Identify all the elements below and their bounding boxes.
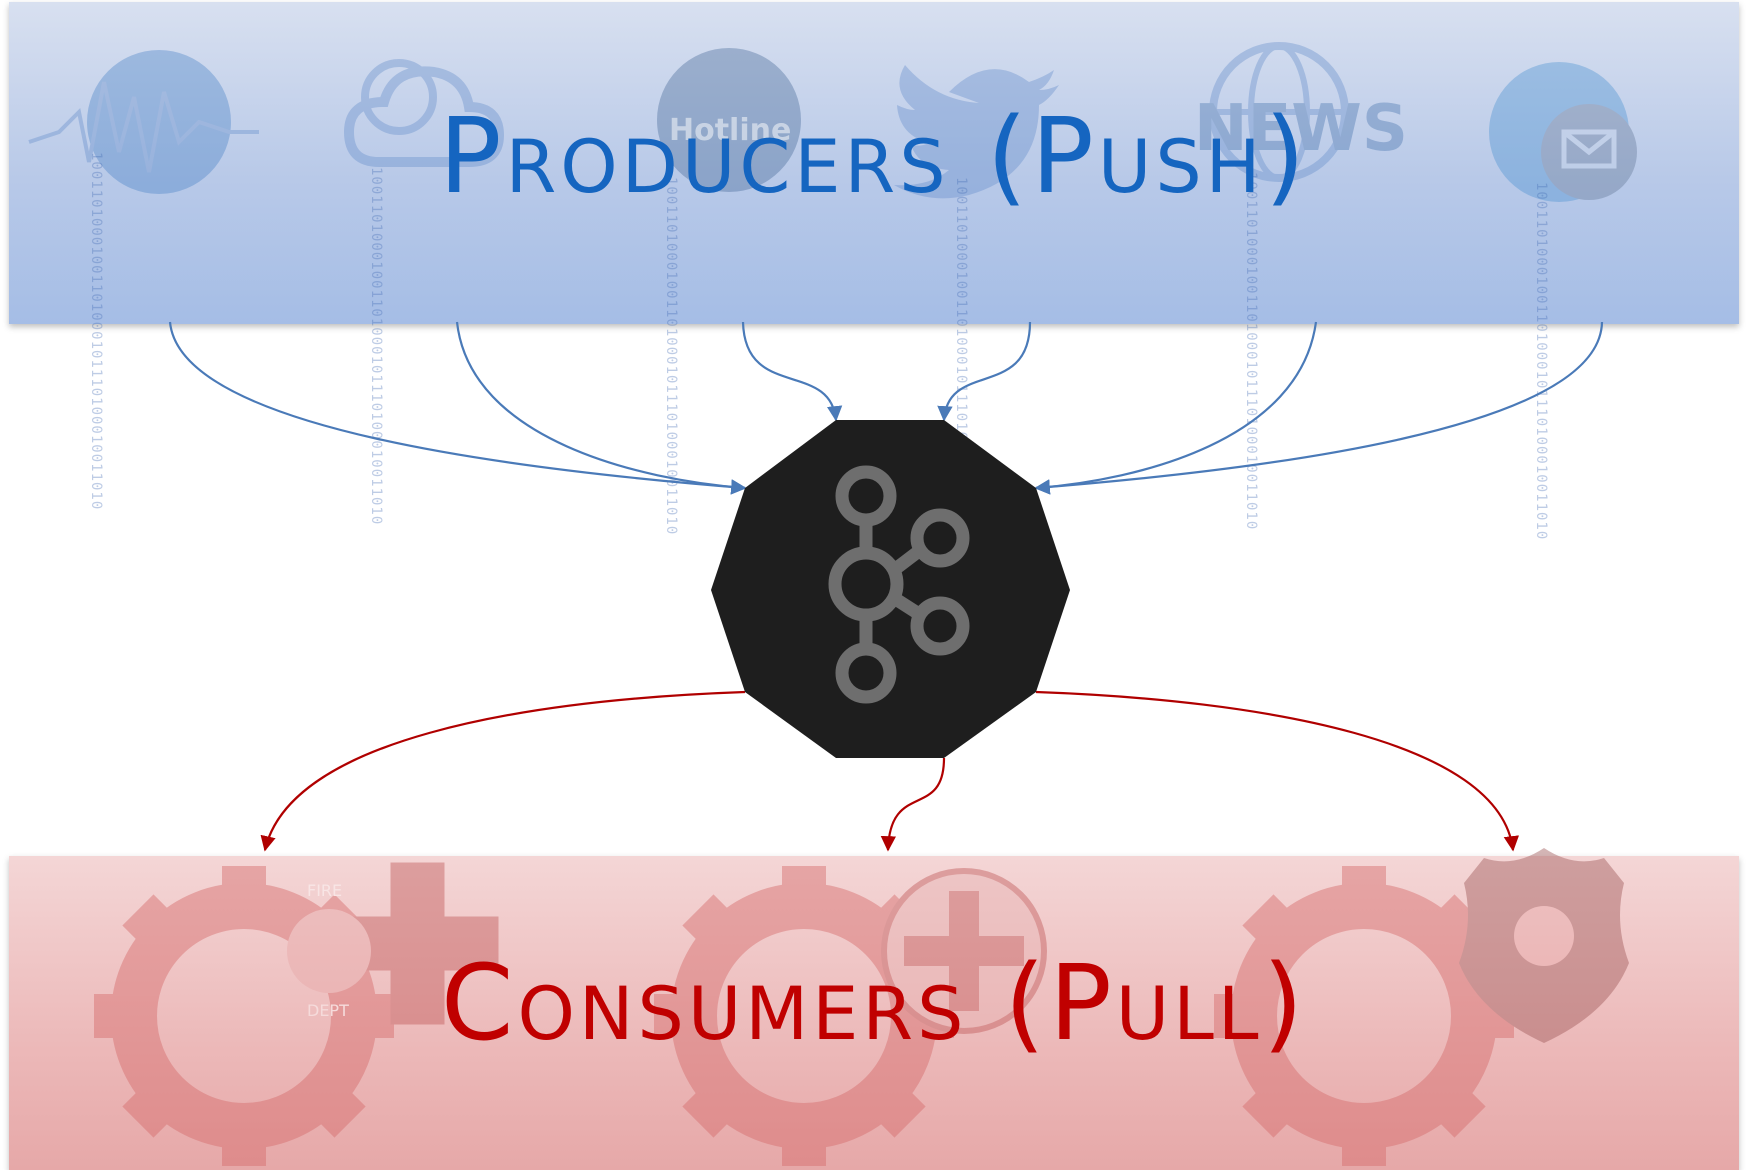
push-arrow — [455, 321, 747, 495]
globe-waveform-icon — [28, 50, 259, 194]
push-arrow — [741, 321, 843, 422]
news-globe-icon: NEWS — [1194, 42, 1408, 182]
push-arrow — [1034, 321, 1604, 495]
kafka-logo-icon — [828, 465, 970, 704]
consumer-icons: FIRE DEPT — [9, 856, 1629, 1170]
hotline-label: Hotline — [669, 113, 791, 148]
producer-icons: NEWS Hotline — [28, 42, 1637, 202]
svg-text:NEWS: NEWS — [1194, 92, 1408, 166]
pull-arrow — [260, 690, 746, 852]
pull-arrow — [880, 757, 946, 852]
fire-dept-gear-icon: FIRE DEPT — [94, 863, 499, 1167]
consumers-band: FIRE DEPT — [9, 856, 1739, 1170]
producers-band: NEWS Hotline 100110100010011010001011101… — [9, 2, 1739, 540]
medical-cross-gear-icon — [654, 866, 1047, 1166]
consumers-title: Consumers (Pull) — [440, 942, 1308, 1064]
twitter-bird-icon — [894, 65, 1059, 199]
fire-badge-top: FIRE — [307, 881, 342, 900]
police-badge-gear-icon — [1214, 848, 1629, 1166]
fire-badge-bottom: DEPT — [307, 1001, 349, 1020]
pull-arrow — [1035, 690, 1519, 852]
push-arrow — [1034, 321, 1318, 495]
binary-stream: 10011010001001101000101110100010011010 — [88, 152, 104, 511]
producers-title: Producers (Push) — [438, 95, 1310, 217]
push-arrow — [168, 321, 747, 495]
weather-cloud-sun-icon — [343, 59, 505, 167]
hotline-phone-icon — [657, 48, 801, 192]
kafka-broker — [711, 420, 1070, 758]
car-mail-icon — [1489, 62, 1637, 202]
